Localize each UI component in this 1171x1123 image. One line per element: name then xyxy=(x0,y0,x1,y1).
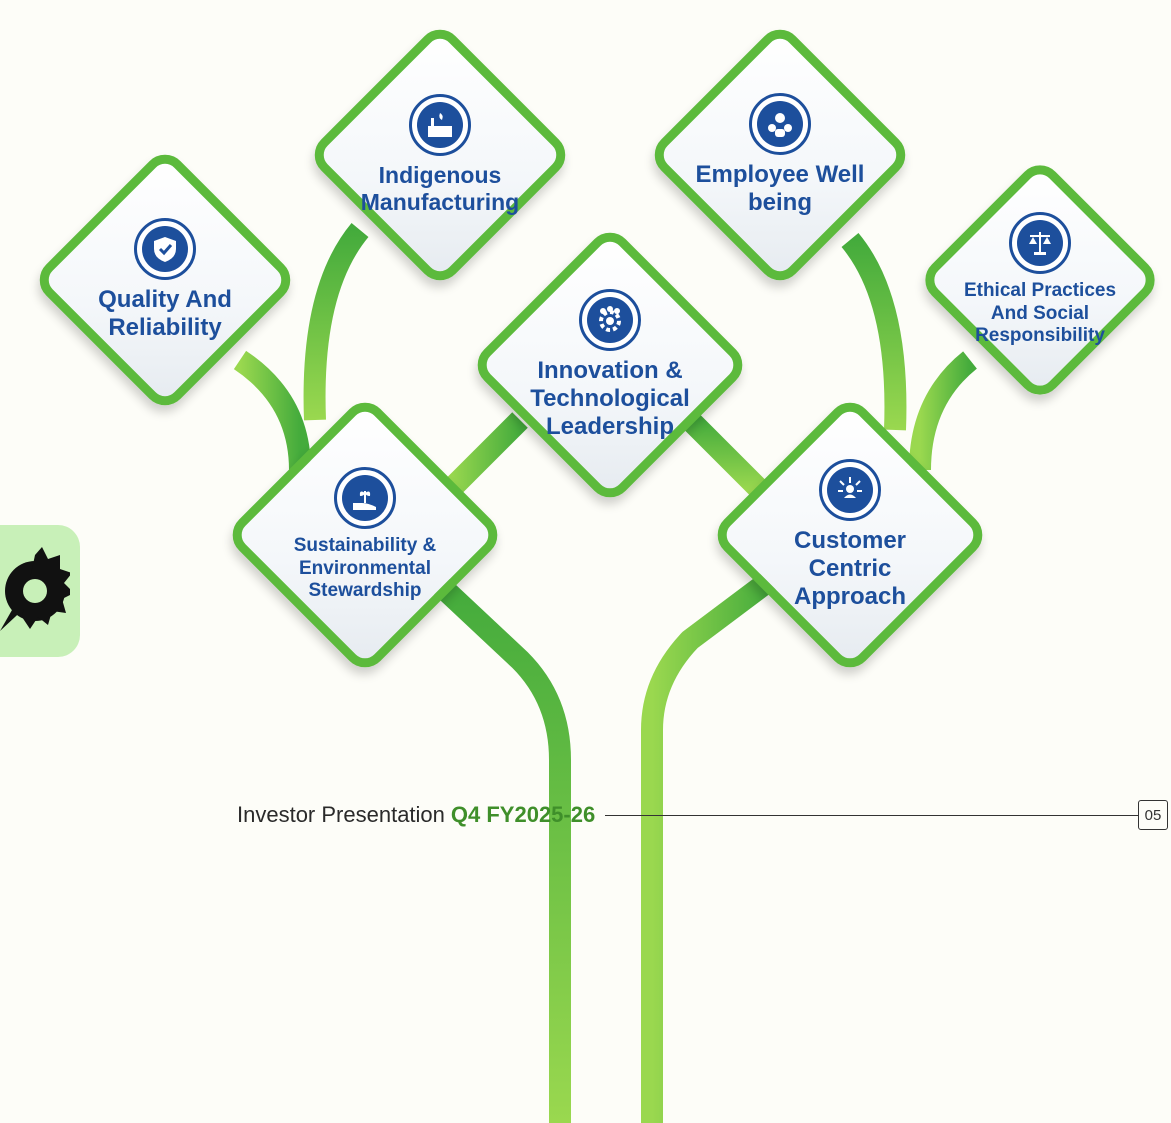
footer-title: Investor Presentation xyxy=(237,802,445,827)
branch-quality xyxy=(233,350,311,471)
scales-icon xyxy=(1009,212,1071,275)
pillar-indigenous: Indigenous Manufacturing xyxy=(305,20,575,290)
branch-innovation-left xyxy=(442,412,528,498)
pillar-customer: Customer Centric Approach xyxy=(708,393,992,677)
pillar-label: Quality And Reliability xyxy=(98,285,232,341)
page-number: 05 xyxy=(1138,800,1168,830)
branch-innovation-right xyxy=(682,412,768,498)
footer: Investor Presentation Q4 FY2025-26 05 xyxy=(237,795,1171,835)
pillar-label: Customer Centric Approach xyxy=(793,526,907,611)
pillar-sustainability: Sustainability & Environmental Stewardsh… xyxy=(223,393,507,677)
pillar-label: Sustainability & Environmental Stewardsh… xyxy=(293,535,437,602)
pillar-label: Indigenous Manufacturing xyxy=(360,161,520,215)
people-heart-icon xyxy=(748,92,811,155)
branch-employee xyxy=(841,232,907,431)
pillar-innovation: Innovation & Technological Leadership xyxy=(468,223,752,507)
rocket-gear-icon xyxy=(0,547,70,631)
branch-indigenous xyxy=(303,222,369,421)
shield-check-icon xyxy=(134,217,196,280)
pillar-employee: Employee Well being xyxy=(645,20,915,290)
trunk-right xyxy=(641,571,777,1123)
footer-divider xyxy=(605,814,1138,816)
pillar-label: Ethical Practices And Social Responsibil… xyxy=(963,280,1117,347)
trunk-left xyxy=(432,576,571,1123)
pillar-ethical: Ethical Practices And Social Responsibil… xyxy=(915,155,1165,405)
footer-period: Q4 FY2025-26 xyxy=(450,802,596,827)
plant-hand-icon xyxy=(334,467,396,530)
factory-icon xyxy=(408,93,471,156)
branch-ethical xyxy=(909,351,978,471)
pillar-quality: Quality And Reliability xyxy=(30,145,300,415)
pillar-label: Employee Well being xyxy=(695,160,865,216)
robot-gear-badge xyxy=(0,525,80,657)
team-gear-icon xyxy=(578,288,641,351)
customer-focus-icon xyxy=(819,458,881,521)
pillar-label: Innovation & Technological Leadership xyxy=(530,356,690,441)
